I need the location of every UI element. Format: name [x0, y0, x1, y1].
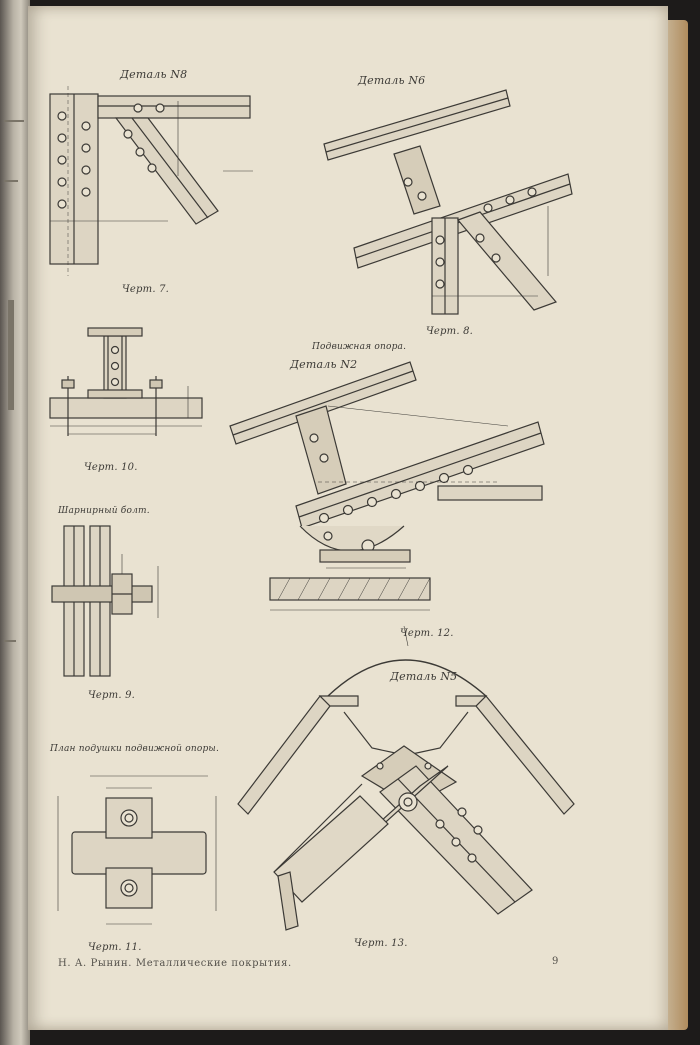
support-plate-plan-title: План подушки подвижной опоры.: [50, 744, 220, 754]
figure-9-drawing: [51, 525, 159, 677]
figure-8-caption: Черт. 8.: [426, 326, 474, 337]
figure-7-caption: Черт. 7.: [122, 284, 170, 295]
figure-13-caption: Черт. 13.: [354, 938, 408, 949]
movable-support-title: Подвижная опора.: [312, 342, 407, 352]
adjacent-page-spine: [0, 0, 30, 1045]
detail-n6-title: Деталь N6: [358, 74, 426, 87]
detail-n5-title: Деталь N5: [390, 670, 458, 683]
figure-12-caption: Черт. 12.: [400, 628, 454, 639]
detail-n2-title: Деталь N2: [290, 358, 358, 371]
figure-7-drawing: [49, 86, 253, 276]
page-number: 9: [552, 956, 559, 967]
figure-9-caption: Черт. 9.: [88, 690, 136, 701]
figure-11-caption: Черт. 11.: [88, 942, 142, 953]
footer-author-title: Н. А. Рынин. Металлические покрытия.: [58, 958, 292, 969]
figure-10-drawing: [49, 327, 203, 436]
figure-11-drawing: [57, 775, 217, 925]
figure-10-caption: Черт. 10.: [84, 462, 138, 473]
figure-13-drawing: [237, 625, 575, 931]
engineering-drawings: [49, 86, 575, 931]
figure-12-drawing: [229, 361, 545, 611]
hinge-bolt-title: Шарнирный болт.: [58, 506, 150, 516]
figure-8-drawing: [323, 89, 573, 315]
book-page: Деталь N8 Деталь N6 Подвижная опора. Дет…: [28, 6, 668, 1030]
detail-n8-title: Деталь N8: [120, 68, 188, 81]
